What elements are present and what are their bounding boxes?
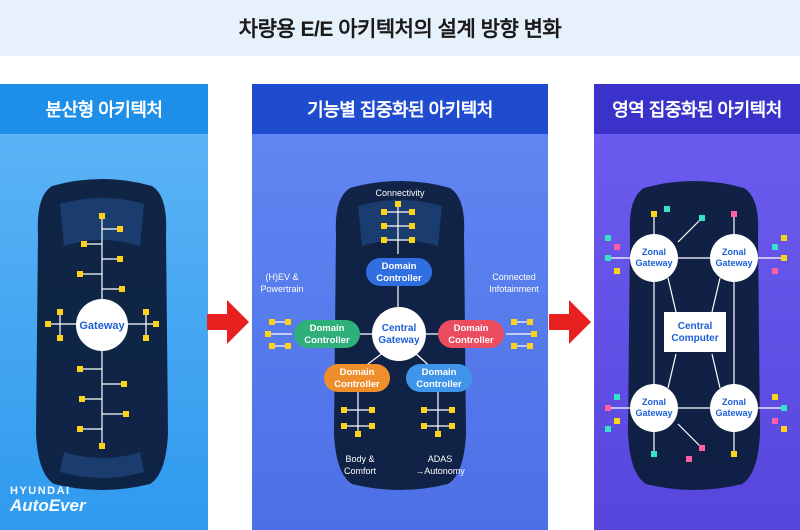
label-body-line1: Body & (345, 454, 374, 464)
svg-text:Domain: Domain (310, 323, 345, 334)
svg-text:Controller: Controller (376, 273, 422, 284)
svg-text:Gateway: Gateway (635, 408, 672, 418)
label-connected-line2: Infotainment (489, 284, 539, 294)
svg-text:Domain: Domain (382, 261, 417, 272)
panel-distributed: 분산형 아키텍처 (0, 84, 208, 530)
svg-text:Zonal: Zonal (642, 247, 666, 257)
zonal-gateway-top-left: Zonal Gateway (630, 234, 678, 282)
domain-controller-left: Domain Controller (294, 320, 360, 348)
panel-zonal-heading: 영역 집중화된 아키텍처 (594, 84, 800, 134)
zonal-links (608, 214, 784, 454)
label-adas-line2: →Autonomy (415, 466, 465, 476)
hyundai-autoever-logo: HYUNDAI AutoEver (10, 485, 86, 515)
label-connected-line1: Connected (492, 272, 536, 282)
zonal-gateway-bottom-left: Zonal Gateway (630, 384, 678, 432)
central-computer-line2: Computer (671, 333, 718, 344)
svg-text:Domain: Domain (340, 367, 375, 378)
gateway-label: Gateway (79, 320, 125, 332)
label-hev-line2: Powertrain (260, 284, 303, 294)
domain-controller-bottom-right: Domain Controller (406, 364, 472, 392)
panel-domain-heading: 기능별 집중화된 아키텍처 (252, 84, 548, 134)
central-gateway-line2: Gateway (378, 335, 420, 346)
panel-zonal-body: Central Computer Zonal Gateway Zonal Gat… (594, 134, 800, 530)
svg-text:Zonal: Zonal (642, 397, 666, 407)
label-hev-line1: (H)EV & (265, 272, 298, 282)
logo-line2: AutoEver (10, 496, 86, 515)
panel-domain: 기능별 집중화된 아키텍처 (252, 84, 548, 530)
central-gateway-hub (372, 307, 426, 361)
svg-text:Controller: Controller (334, 379, 380, 390)
svg-text:Controller: Controller (304, 335, 350, 346)
panel-domain-body: Connectivity (H)EV & Powertrain Connecte… (252, 134, 548, 530)
central-gateway-line1: Central (382, 323, 417, 334)
svg-text:Zonal: Zonal (722, 397, 746, 407)
svg-text:Zonal: Zonal (722, 247, 746, 257)
distributed-diagram: Gateway (36, 179, 168, 490)
svg-text:Domain: Domain (422, 367, 457, 378)
arrow-icon (549, 300, 591, 344)
svg-text:Gateway: Gateway (715, 258, 752, 268)
ecu-nodes (45, 213, 159, 449)
svg-text:Controller: Controller (448, 335, 494, 346)
svg-text:Domain: Domain (454, 323, 489, 334)
zonal-gateway-bottom-right: Zonal Gateway (710, 384, 758, 432)
arrow-icon (207, 300, 249, 344)
zonal-gateway-top-right: Zonal Gateway (710, 234, 758, 282)
domain-controller-right: Domain Controller (438, 320, 504, 348)
panel-zonal: 영역 집중화된 아키텍처 (594, 84, 800, 530)
domain-diagram: Connectivity (H)EV & Powertrain Connecte… (260, 181, 539, 490)
central-computer-box (664, 312, 726, 352)
ecu-nodes (265, 201, 537, 437)
gateway-hub (76, 299, 128, 351)
panel-distributed-heading: 분산형 아키텍처 (0, 84, 208, 134)
label-connectivity: Connectivity (375, 188, 425, 198)
domain-controller-bottom-left: Domain Controller (324, 364, 390, 392)
zonal-diagram: Central Computer Zonal Gateway Zonal Gat… (605, 181, 787, 490)
logo-line1: HYUNDAI (10, 485, 71, 497)
diagram-title: 차량용 E/E 아키텍처의 설계 방향 변화 (238, 18, 562, 41)
title-bar: 차량용 E/E 아키텍처의 설계 방향 변화 (0, 0, 800, 56)
panel-distributed-body: Gateway (0, 134, 208, 530)
domain-controller-top: Domain Controller (366, 258, 432, 286)
central-computer-line1: Central (678, 321, 713, 332)
svg-text:Controller: Controller (416, 379, 462, 390)
svg-text:Gateway: Gateway (715, 408, 752, 418)
ecu-nodes (605, 206, 787, 462)
svg-text:Gateway: Gateway (635, 258, 672, 268)
label-body-line2: Comfort (344, 466, 377, 476)
label-adas-line1: ADAS (428, 454, 453, 464)
